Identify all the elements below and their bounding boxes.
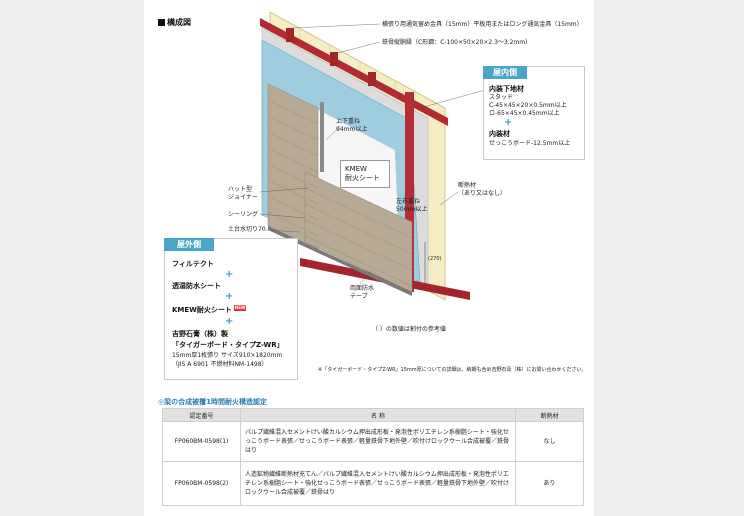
plus-icon: + [504,117,513,128]
table-title: ◎梁の合成被覆1時間耐火構造認定 [158,398,267,406]
steel-post-front [405,92,414,292]
label-steel-furring: 鉄骨縦胴縁（C形鋼：C-100×50×20×2.3〜3.2mm） [382,39,532,46]
square-bullet-icon [158,19,165,26]
cell-cert-no: FP060BM-0598(1) [162,421,241,462]
label-kmew-1: KMEW [345,165,367,173]
header-insulation: 断熱材 [515,408,584,422]
exterior-item-tiger-board: 「タイガーボード・タイプZ-WR」 [172,341,284,349]
cell-insulation: あり [515,461,584,506]
certification-table: 認定番号 名 称 断熱材 FP060BM-0598(1) パルプ繊維混入セメント… [162,408,584,506]
cell-name: 人造鉱物繊維断熱材充てん／パルプ繊維混入セメントけい酸カルシウム押出成形板・発泡… [240,461,516,506]
steel-post [330,52,338,66]
cell-name: パルプ繊維混入セメントけい酸カルシウム押出成形板・発泡性ポリエチレン系樹脂シート… [240,421,516,462]
footnote: ※「タイガーボード・タイプZ-WR」15mm厚についての詳細は、納期も含め吉野石… [318,367,587,373]
label-reference-note: （ ）の数値は割付の参考値 [372,326,446,333]
table-row: FP060BM-0598(1) パルプ繊維混入セメントけい酸カルシウム押出成形板… [162,421,584,462]
label-overlap-horizontal-1: 左右重ね [396,198,421,205]
exterior-sub-size: 15mm厚1枚張り サイズ910×1820mm [172,352,283,359]
plus-icon: + [225,316,234,327]
steel-post [286,28,294,42]
kmew-label-box: KMEW 耐火シート [340,160,390,188]
plus-icon: + [225,291,234,302]
label-overlap-vertical-2: 94mm以上 [336,126,368,133]
label-tape-1: 両面防水 [350,285,375,292]
label-sill: 土台水切り70 [228,226,266,233]
siding-grain [267,99,413,287]
steel-post [368,72,376,86]
label-tape-2: テープ [350,293,368,300]
plus-icon: + [225,269,234,280]
cell-insulation: なし [515,421,584,462]
interior-sub-stud: スタッド [489,94,514,101]
leader-lines [259,23,486,285]
interior-materials-panel: 屋内側 内装下地材 スタッド C-45×45×20×0.5mm以上 ロ-65×4… [483,66,585,160]
interior-header: 屋内側 [483,66,527,79]
label-hat-joiner-2: ジョイナー [228,194,258,201]
interior-sub-c-stud: C-45×45×20×0.5mm以上 [489,102,567,109]
cell-cert-no: FP060BM-0598(2) [162,461,241,506]
header-cert-no: 認定番号 [162,408,241,422]
steel-top-rail [260,18,448,126]
interior-sub-gypsum: せっこうボード-12.5mm以上 [489,140,571,147]
table-header-row: 認定番号 名 称 断熱材 [162,408,584,422]
hat-joiner [320,102,324,172]
exterior-item-maker: 吉野石膏（株）製 [172,330,228,338]
interior-item-finish: 内装材 [489,130,510,138]
label-overlap-vertical-1: 上下重ね [336,118,361,125]
label-metal-fitting: 横張り用通気留め金具（15mm）平板用またはロング通気金具（15mm） [382,21,583,28]
label-hat-joiner-1: ハット型 [228,186,253,193]
label-insulation-1: 断熱材 [458,182,477,189]
interior-item-substrate: 内装下地材 [489,85,524,93]
label-kmew-2: 耐火シート [345,174,380,182]
exterior-header: 屋外側 [164,238,214,251]
exterior-sub-jis: （JIS A 6901 不燃材料NM-1498） [172,361,268,368]
wall-diagram [259,11,486,301]
exterior-item-membrane: 透湿防水シート [172,282,221,290]
header-name: 名 称 [240,408,516,422]
section-title: 構成図 [158,17,191,28]
interior-sub-ro-stud: ロ-65×45×0.45mm以上 [489,110,560,117]
table-row: FP060BM-0598(2) 人造鉱物繊維断熱材充てん／パルプ繊維混入セメント… [162,461,584,506]
sill-flashing [268,226,412,296]
label-sealing: シーリング [228,211,259,218]
label-overlap-horizontal-2: 50mm以上 [396,206,428,213]
new-badge: NEW [233,305,247,311]
label-dimension: (270) [428,256,442,262]
label-insulation-2: （あり又はなし） [458,190,507,197]
exterior-item-filtect: フィルテクト [172,260,214,268]
